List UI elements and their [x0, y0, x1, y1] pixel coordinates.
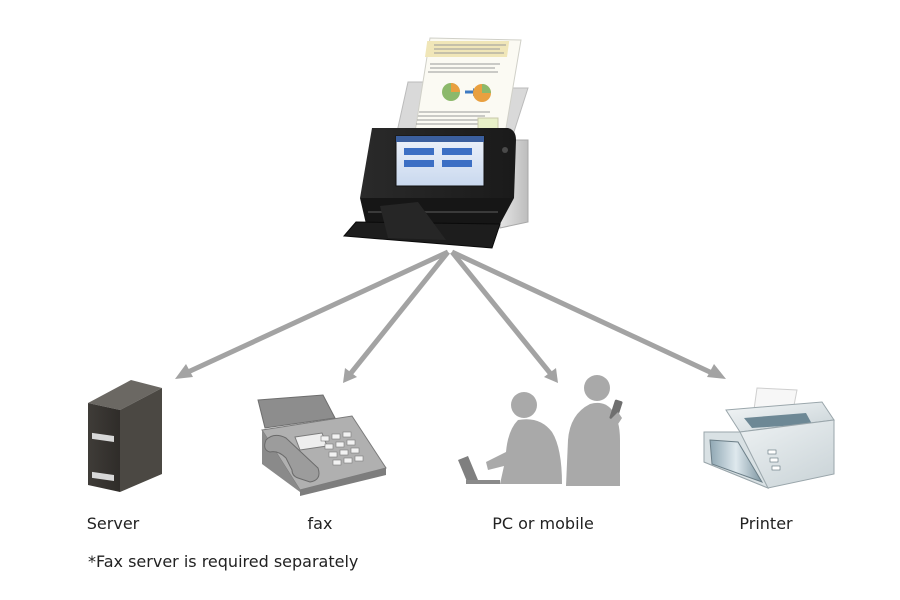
arrow-to-server: [175, 249, 450, 379]
device-label-printer: Printer: [739, 514, 793, 533]
connection-arrows: [175, 249, 726, 383]
arrow-to-printer: [450, 249, 726, 379]
device-label-pc-mobile: PC or mobile: [492, 514, 594, 533]
printer-control-panel: [709, 439, 764, 483]
printer-icon: [703, 387, 835, 489]
device-label-fax: fax: [307, 514, 333, 533]
people-devices-icon: [458, 375, 623, 486]
footnote: *Fax server is required separately: [88, 552, 359, 571]
server-icon: [88, 380, 162, 492]
arrow-to-fax: [343, 250, 450, 383]
device-label-server: Server: [86, 514, 140, 533]
arrow-to-pc-mobile: [450, 250, 558, 383]
document-scanner-icon: [342, 37, 529, 249]
fax-machine-icon: [257, 394, 387, 496]
document-page: [414, 37, 522, 135]
